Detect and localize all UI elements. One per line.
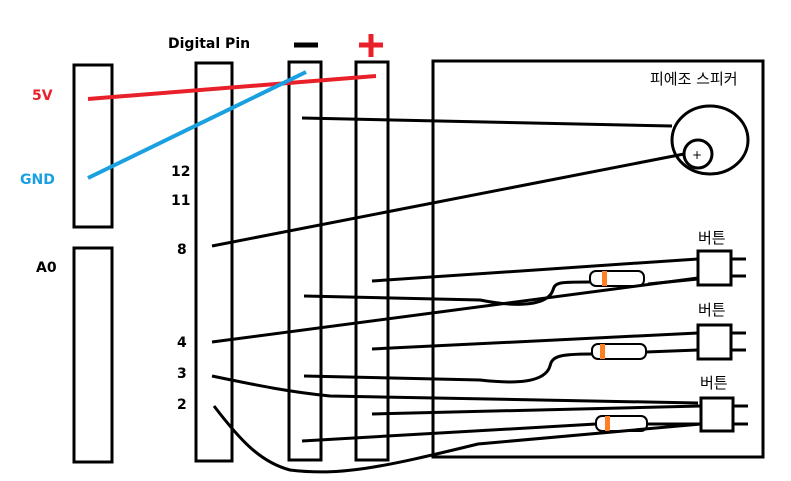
button-label: 버튼	[698, 301, 726, 319]
button-label: 버튼	[698, 229, 726, 247]
speaker-plus-wire	[211, 152, 685, 248]
button-1-plus-wire	[371, 257, 699, 283]
resistor-icon	[591, 343, 647, 360]
button-2-ground-wire	[303, 352, 593, 384]
analog-header	[72, 246, 114, 464]
push-button-icon	[699, 396, 748, 433]
resistor-icon	[589, 270, 645, 287]
button-3-plus-wire	[371, 404, 702, 416]
digital-pin-title: Digital Pin	[168, 36, 250, 52]
5v-wire	[87, 74, 377, 101]
5v-label: 5V	[32, 88, 53, 104]
pin-11-label: 11	[171, 193, 190, 209]
pin-4-wire	[211, 276, 699, 344]
pin-3-label: 3	[177, 366, 187, 382]
speaker-plus-label: +	[692, 148, 702, 162]
speaker-label: 피에조 스피커	[650, 70, 738, 88]
pin-3-wire	[211, 374, 699, 405]
a0-label: A0	[36, 260, 57, 276]
minus-sign: −	[294, 42, 318, 48]
button-2-plus-wire	[371, 331, 699, 351]
speaker-minus-wire	[301, 116, 673, 128]
piezo-speaker-icon	[670, 104, 750, 176]
button-label: 버튼	[700, 374, 728, 392]
push-button-icon	[696, 323, 746, 361]
power-header	[72, 63, 114, 229]
plus-sign: +	[359, 34, 383, 57]
pin-8-label: 8	[177, 242, 187, 258]
pin-2-wire	[212, 405, 702, 474]
pin-12-label: 12	[171, 164, 190, 180]
button-3-ground-wire	[301, 422, 597, 443]
plus-rail	[354, 60, 390, 462]
gnd-wire	[87, 70, 307, 180]
pin-4-label: 4	[177, 335, 187, 351]
button-2-resistor-lead	[645, 348, 699, 354]
gnd-label: GND	[20, 172, 55, 188]
pin-2-label: 2	[177, 397, 187, 413]
digital-pin-header	[194, 61, 234, 463]
push-button-icon	[696, 249, 746, 287]
minus-rail	[287, 60, 323, 462]
